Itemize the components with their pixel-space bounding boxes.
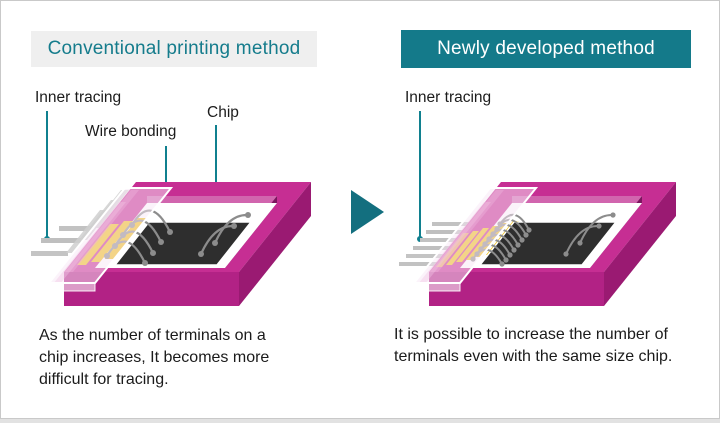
- package-front-face: [429, 272, 604, 306]
- package-front-face: [64, 272, 239, 306]
- label-wire-bonding: Wire bonding: [85, 123, 177, 140]
- header-conventional-method: Conventional printing method: [31, 31, 317, 67]
- header-newly-developed-method: Newly developed method: [401, 30, 691, 68]
- chip-package-illustration-new: [399, 182, 676, 306]
- header-newly-label: Newly developed method: [437, 38, 655, 59]
- label-inner-tracing-right: Inner tracing: [405, 89, 492, 106]
- cavity-back-wall: [512, 196, 642, 203]
- chip-package-illustration-conventional: [31, 182, 311, 306]
- label-inner-tracing-left: Inner tracing: [35, 89, 122, 106]
- arrow-right-icon: [351, 190, 384, 234]
- package-side-face: [239, 182, 311, 306]
- header-conventional-label: Conventional printing method: [47, 38, 301, 59]
- caption-conventional: As the number of terminals on a chip inc…: [39, 327, 270, 389]
- translucent-wall-panel-right: [411, 187, 539, 292]
- cavity-back-wall: [147, 196, 277, 203]
- caption-newly-developed: It is possible to increase the number of…: [394, 326, 673, 366]
- translucent-wall-panel-left: [46, 187, 174, 292]
- label-chip: Chip: [207, 104, 239, 121]
- package-side-face: [604, 182, 676, 306]
